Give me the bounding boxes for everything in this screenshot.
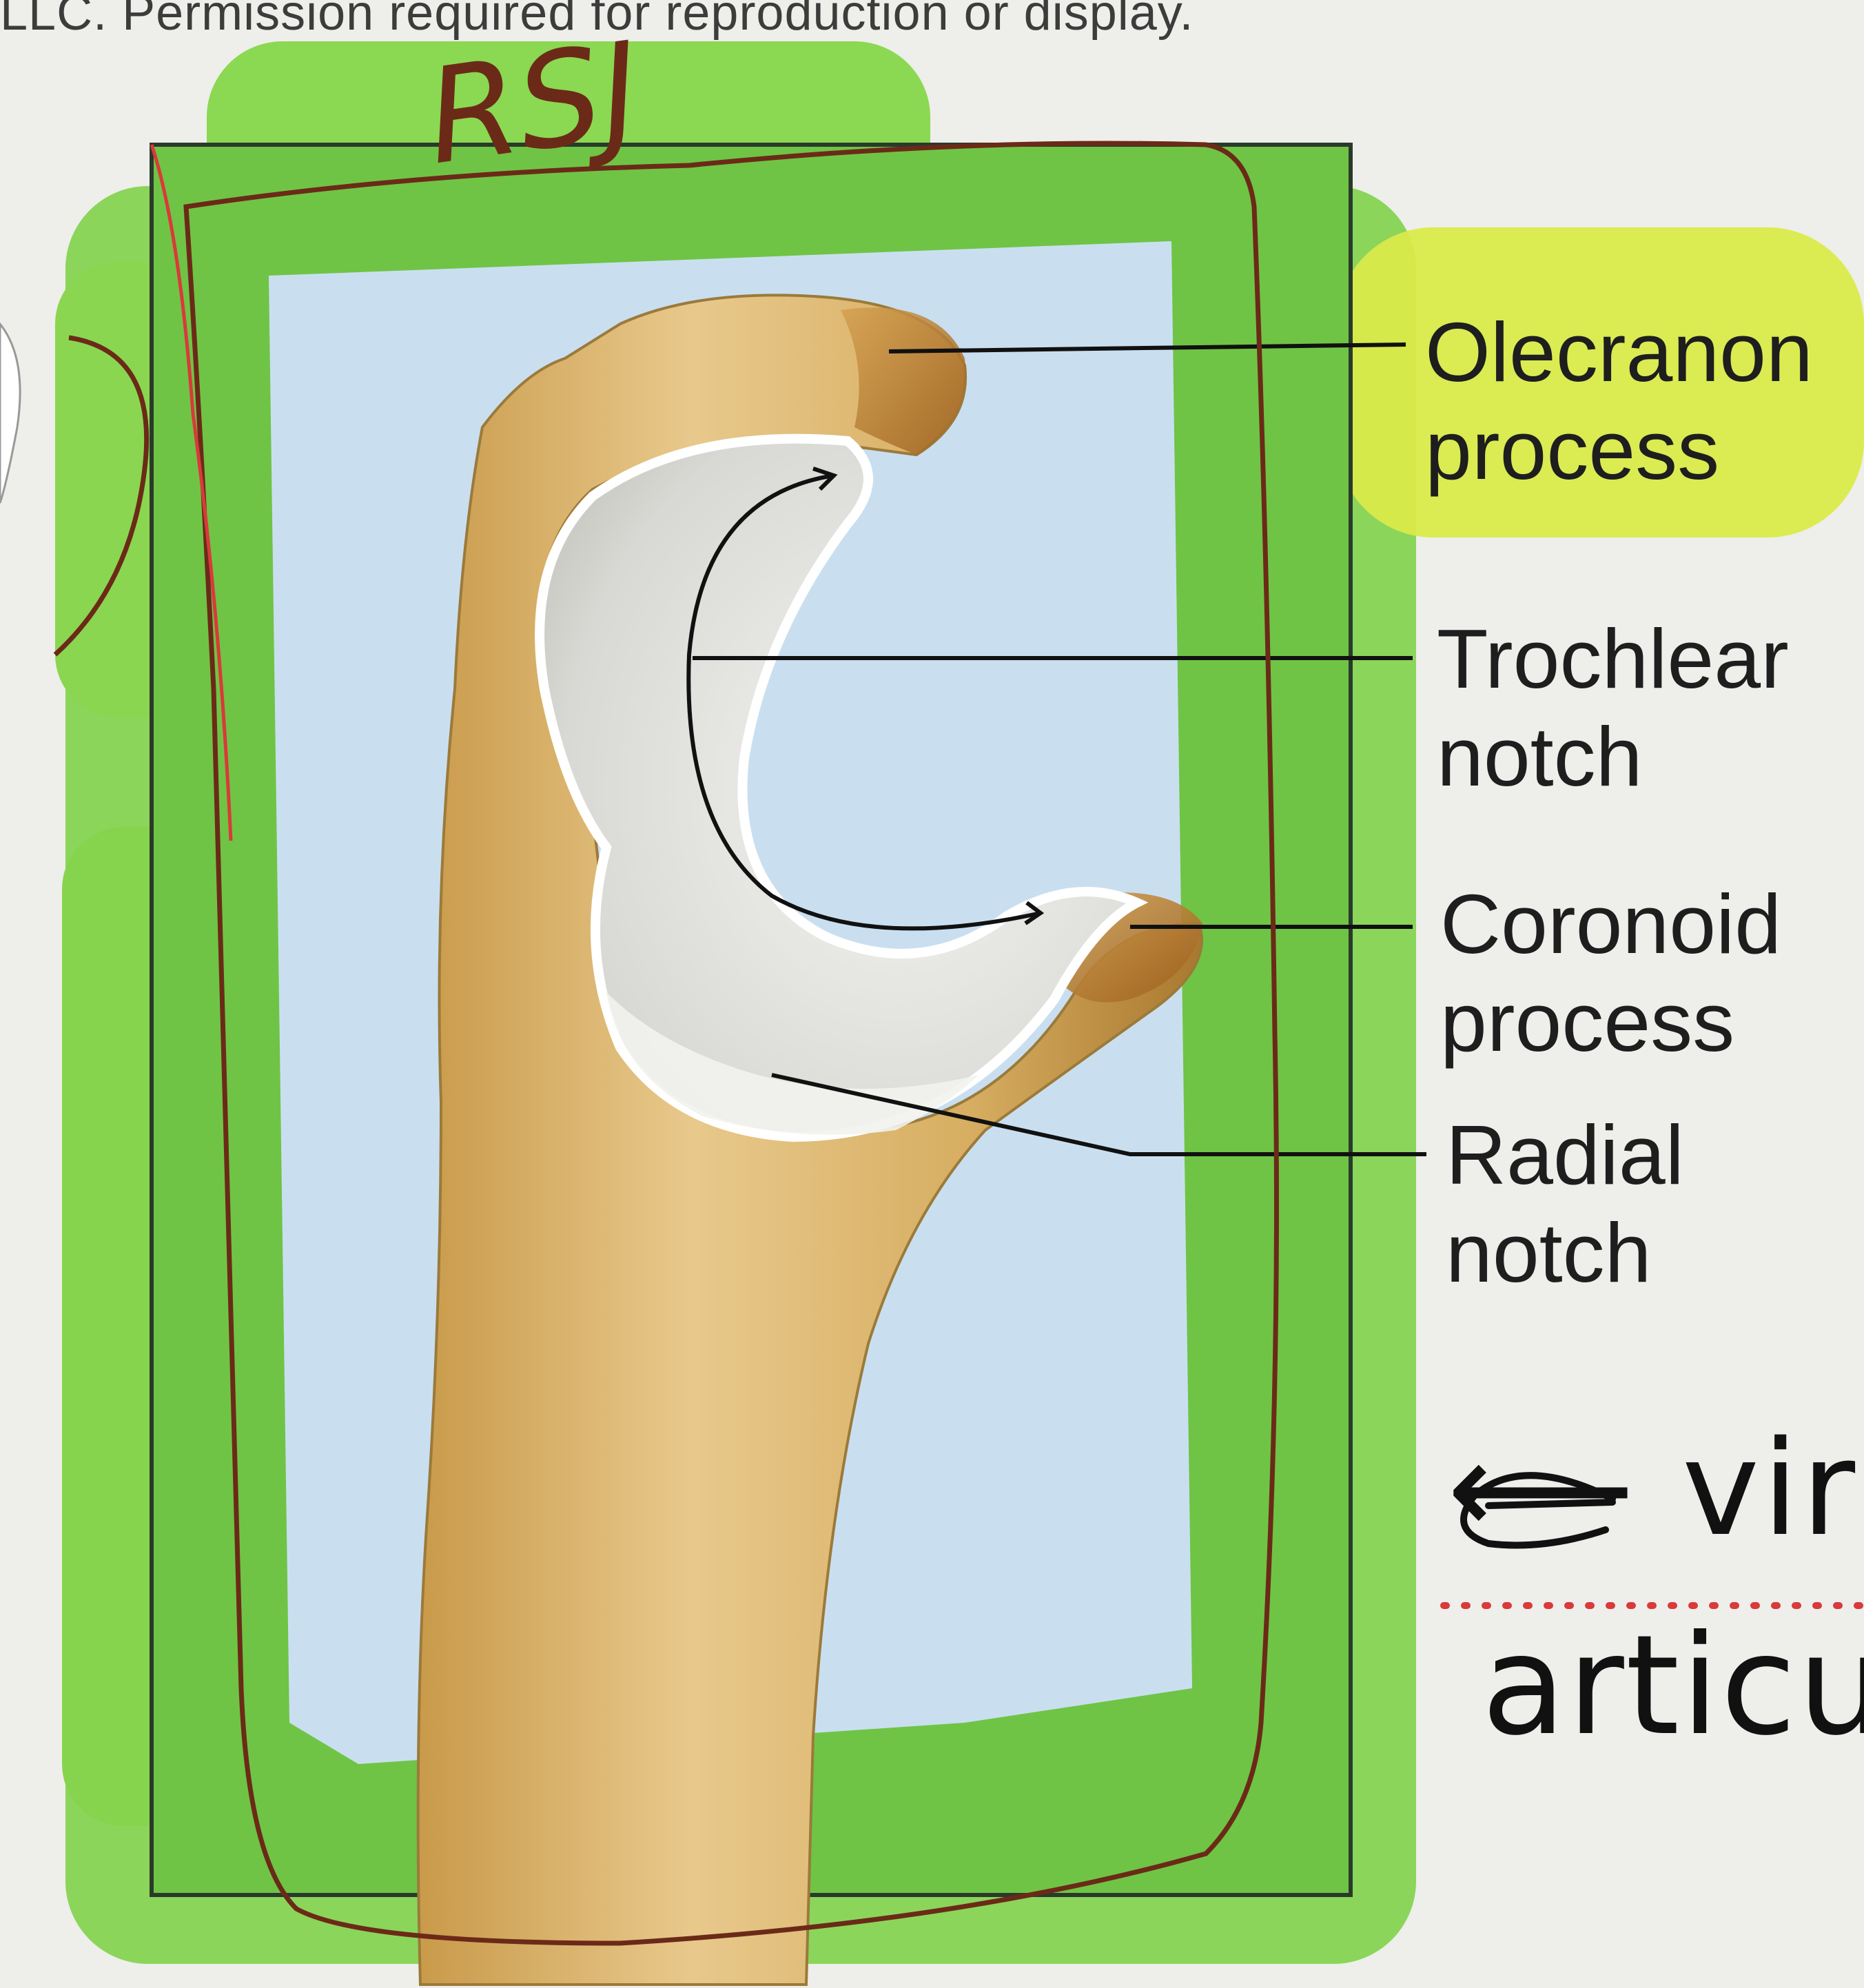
handwritten-arrow-text: ⟵ vir [1447,1413,1858,1565]
label-trochlear-notch: Trochlear notch [1437,610,1789,806]
label-coronoid-line2: process [1440,975,1735,1069]
label-coronoid-process: Coronoid process [1440,875,1781,1071]
label-olecranon-process: Olecranon process [1425,303,1813,499]
leader-lines [693,342,1426,1156]
leader-olecranon [888,342,1406,353]
label-coronoid-line1: Coronoid [1440,877,1782,971]
handwritten-title: RSJ [418,13,650,194]
red-ink-stroke [150,144,233,841]
label-olecranon-line1: Olecranon [1425,305,1813,399]
yellow-highlight [1337,227,1864,537]
handwritten-note: articu [1482,1606,1864,1766]
brown-ink-outline [183,141,1279,1946]
neighbor-bone-fragment [0,322,21,504]
leader-radial [771,1073,1426,1156]
label-radial-line1: Radial [1446,1108,1684,1202]
label-radial-notch: Radial notch [1446,1106,1684,1302]
label-olecranon-line2: process [1425,403,1720,497]
label-trochlear-line1: Trochlear [1437,612,1789,706]
copyright-notice: LLC. Permission required for reproductio… [0,0,1194,41]
arc-arrow [686,467,1045,931]
left-ink-arc [53,335,150,657]
olecranon-tip [841,307,966,455]
handwritten-arrow [1460,1472,1616,1549]
trochlear-notch-surface [535,433,1149,1142]
label-trochlear-line2: notch [1437,710,1643,803]
label-radial-line2: notch [1446,1206,1652,1300]
